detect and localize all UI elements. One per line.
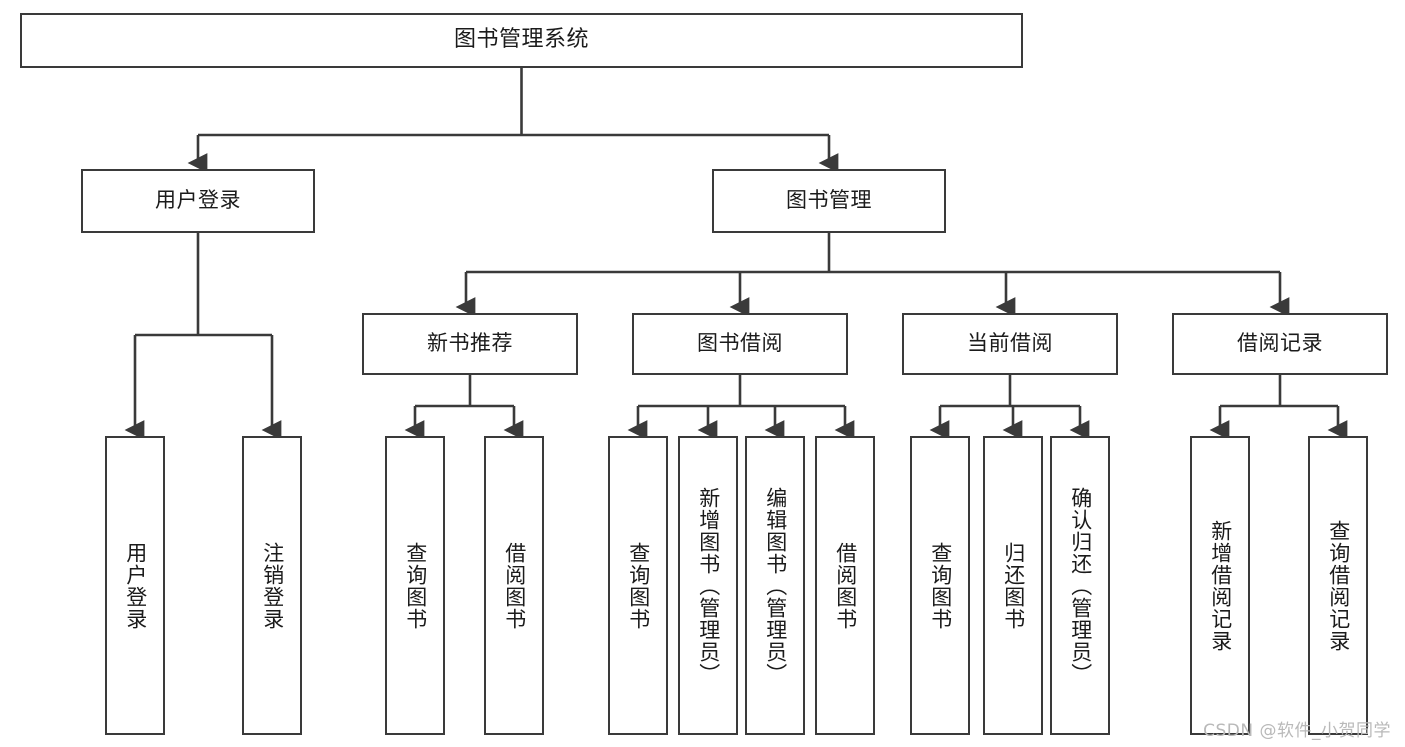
node-leaf-add-book-admin[interactable]: 新增图书（管理员） <box>678 436 738 735</box>
edges-user-login-to-leaves <box>124 233 282 440</box>
node-book-management[interactable]: 图书管理 <box>712 169 946 233</box>
node-label: 新增图书（管理员） <box>696 486 721 685</box>
node-label: 新书推荐 <box>427 331 513 356</box>
node-label: 确认归还（管理员） <box>1068 486 1093 685</box>
node-leaf-query-book-borrow[interactable]: 查询图书 <box>608 436 668 735</box>
node-leaf-return-book[interactable]: 归还图书 <box>983 436 1043 735</box>
node-label: 借阅图书 <box>502 541 527 630</box>
node-label: 图书管理 <box>786 188 872 213</box>
node-label: 借阅记录 <box>1237 331 1323 356</box>
node-root-book-management-system[interactable]: 图书管理系统 <box>20 13 1023 68</box>
node-label: 查询图书 <box>928 541 953 630</box>
node-leaf-borrow-book[interactable]: 借阅图书 <box>815 436 875 735</box>
edges-current-borrow-to-leaves <box>929 375 1090 440</box>
node-leaf-query-book-recommend[interactable]: 查询图书 <box>385 436 445 735</box>
node-label: 图书管理系统 <box>453 27 589 53</box>
node-borrow-record[interactable]: 借阅记录 <box>1172 313 1388 375</box>
edges-root-to-level2 <box>187 68 839 173</box>
node-label: 归还图书 <box>1001 541 1026 630</box>
node-leaf-borrow-book-recommend[interactable]: 借阅图书 <box>484 436 544 735</box>
node-leaf-query-book-current[interactable]: 查询图书 <box>910 436 970 735</box>
edges-book-borrow-to-leaves <box>627 375 855 440</box>
node-label: 查询图书 <box>403 541 428 630</box>
node-label: 查询借阅记录 <box>1326 519 1351 652</box>
node-label: 图书借阅 <box>697 331 783 356</box>
node-label: 当前借阅 <box>967 331 1053 356</box>
node-label: 借阅图书 <box>833 541 858 630</box>
node-label: 查询图书 <box>626 541 651 630</box>
node-label: 注销登录 <box>260 541 285 630</box>
node-leaf-add-borrow-record[interactable]: 新增借阅记录 <box>1190 436 1250 735</box>
node-label: 新增借阅记录 <box>1208 519 1233 652</box>
node-current-borrow[interactable]: 当前借阅 <box>902 313 1118 375</box>
node-label: 编辑图书（管理员） <box>763 486 788 685</box>
node-leaf-confirm-return-admin[interactable]: 确认归还（管理员） <box>1050 436 1110 735</box>
edges-new-book-recommend-to-leaves <box>404 375 524 440</box>
node-label: 用户登录 <box>123 541 148 630</box>
node-leaf-user-login[interactable]: 用户登录 <box>105 436 165 735</box>
node-user-login[interactable]: 用户登录 <box>81 169 315 233</box>
node-leaf-query-borrow-record[interactable]: 查询借阅记录 <box>1308 436 1368 735</box>
node-leaf-edit-book-admin[interactable]: 编辑图书（管理员） <box>745 436 805 735</box>
node-book-borrow[interactable]: 图书借阅 <box>632 313 848 375</box>
edges-book-manage-to-level3 <box>455 233 1290 317</box>
node-leaf-user-logout[interactable]: 注销登录 <box>242 436 302 735</box>
node-new-book-recommend[interactable]: 新书推荐 <box>362 313 578 375</box>
node-label: 用户登录 <box>155 188 241 213</box>
edges-borrow-record-to-leaves <box>1209 375 1348 440</box>
